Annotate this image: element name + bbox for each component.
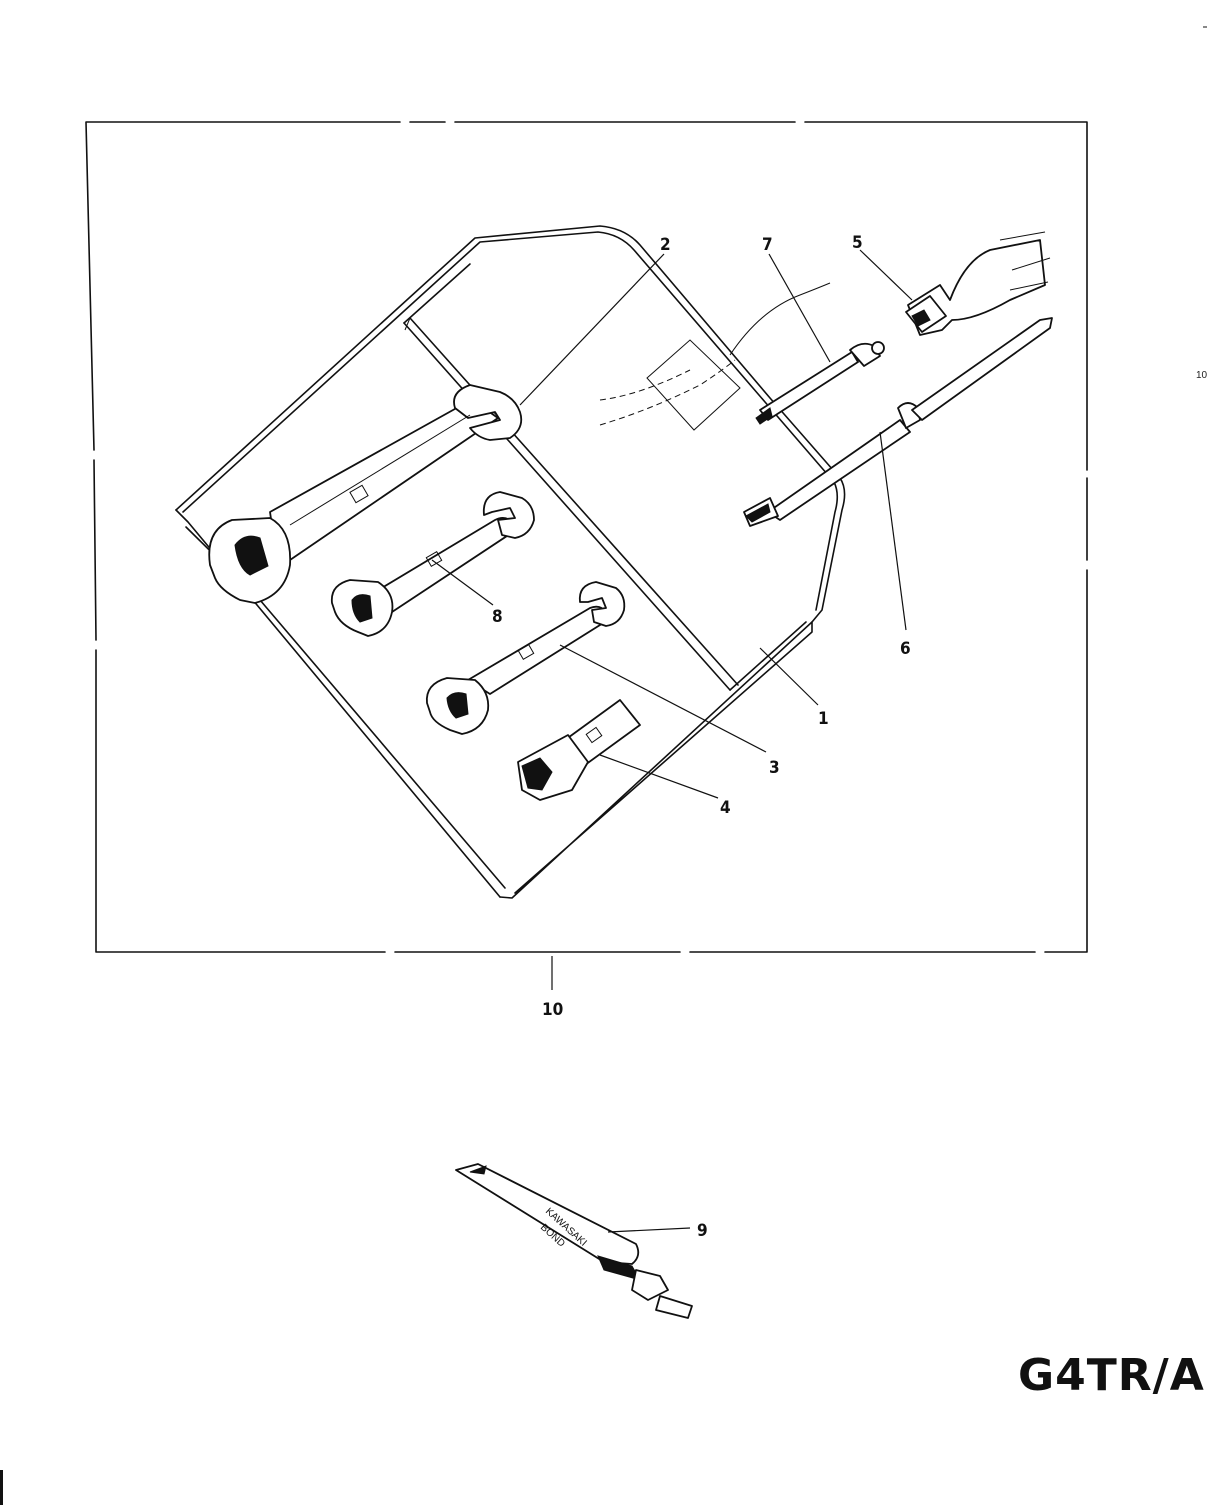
callout-8: 8 (492, 607, 503, 627)
callout-7: 7 (762, 235, 773, 255)
callout-3: 3 (769, 758, 780, 778)
wrench-large (208, 384, 523, 604)
callout-4: 4 (720, 798, 731, 818)
tool-set-frame (85, 121, 1088, 953)
handle-grip (905, 231, 1051, 336)
callout-9: 9 (697, 1221, 708, 1241)
wrench-medium (330, 491, 535, 637)
screwdriver-long (743, 317, 1053, 527)
model-label: G4TR/A (1018, 1350, 1205, 1401)
callout-6: 6 (900, 639, 911, 659)
callout-2: 2 (660, 235, 671, 255)
leader-lines (431, 249, 913, 1233)
callout-1: 1 (818, 709, 829, 729)
edge-mark (0, 1470, 3, 1505)
callout-5: 5 (852, 233, 863, 253)
callout-10: 10 (542, 1000, 563, 1020)
wrench-small (425, 581, 626, 735)
page-marker: 10 (1196, 370, 1208, 381)
plug-socket (517, 699, 641, 801)
screwdriver-small (755, 341, 885, 425)
bond-tube: KAWASAKI BOND (455, 1163, 693, 1319)
callout-labels: 1 2 3 4 5 6 7 8 9 10 (492, 233, 911, 1241)
